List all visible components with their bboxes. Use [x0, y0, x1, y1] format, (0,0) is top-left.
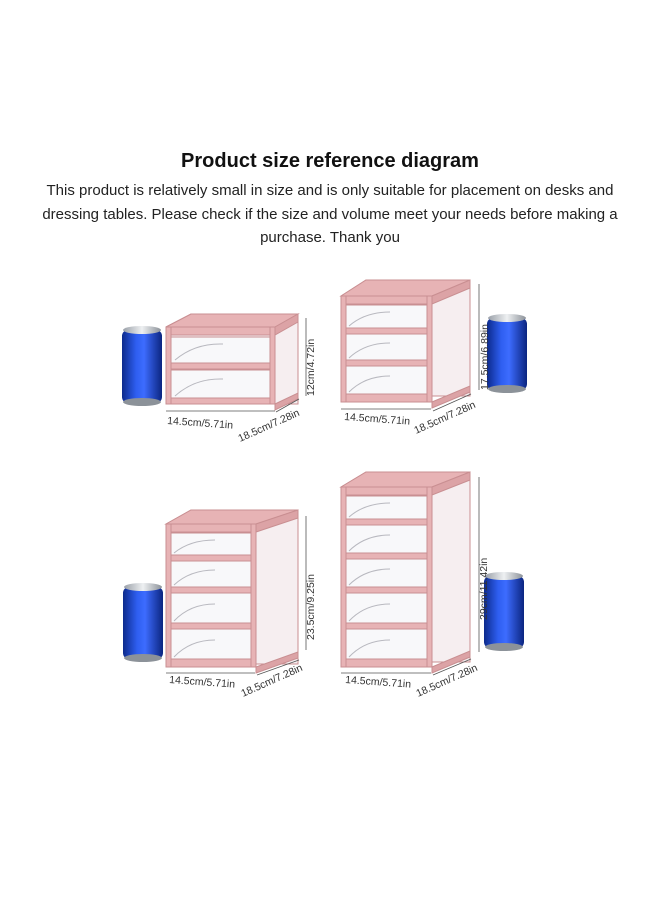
height-label-2: 17.5cm/6.89in	[479, 324, 491, 390]
can-2	[487, 314, 527, 393]
can-1	[122, 326, 162, 406]
width-label-2: 14.5cm/5.71in	[344, 411, 411, 428]
depth-label-4: 18.5cm/7.28in	[414, 662, 479, 700]
depth-label-1: 18.5cm/7.28in	[236, 407, 301, 445]
organizer-5-drawer	[339, 471, 471, 674]
dimension-lines-3	[166, 516, 307, 676]
organizer-4-drawer	[164, 509, 299, 674]
dimension-lines-2	[341, 284, 480, 412]
organizer-3-drawer	[339, 279, 471, 409]
depth-label-2: 18.5cm/7.28in	[412, 399, 477, 437]
height-label-3: 23.5cm/9.25in	[305, 574, 317, 640]
can-3	[123, 583, 163, 662]
width-label-3: 14.5cm/5.71in	[169, 674, 236, 691]
height-label-4: 29cm/11.42in	[478, 558, 490, 620]
width-label-1: 14.5cm/5.71in	[167, 415, 234, 432]
diagram-title: Product size reference diagram	[181, 150, 479, 172]
height-label-1: 12cm/4.72in	[305, 339, 317, 396]
can-4	[484, 572, 524, 651]
width-label-4: 14.5cm/5.71in	[345, 674, 412, 691]
dimension-lines-1	[166, 318, 307, 413]
diagram-description: This product is relatively small in size…	[42, 182, 618, 246]
dimension-lines-4	[341, 477, 480, 676]
organizer-2-drawer	[165, 313, 300, 411]
